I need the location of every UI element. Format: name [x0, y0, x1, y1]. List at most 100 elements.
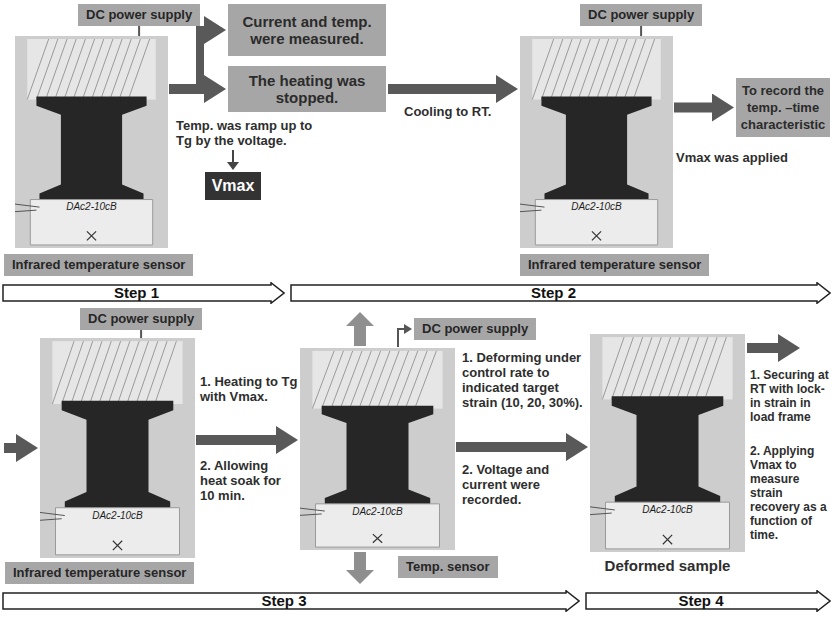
step-arrow-shape — [291, 283, 830, 304]
grip-hatch — [658, 337, 680, 399]
photo-ground — [590, 334, 745, 552]
connector-line — [398, 329, 404, 347]
node-text: Step 1 — [2, 282, 271, 304]
handwritten-id: DAc2-10cB — [40, 510, 195, 521]
grip-hatch — [73, 39, 94, 100]
small-arrow-head — [227, 162, 239, 170]
sample-photo-art — [40, 338, 195, 558]
power-supply-tag: DC power supply — [78, 4, 200, 26]
upper-grip — [27, 39, 156, 100]
cross-mark — [87, 231, 96, 240]
grip-hatch — [108, 341, 130, 404]
step-arrow-shape — [3, 591, 579, 612]
grip-hatch — [541, 39, 562, 100]
step-arrow: Step 2 — [290, 282, 831, 304]
grip-hatch — [621, 337, 643, 399]
node-text: Step 4 — [585, 590, 817, 612]
node-text: Infrared temperature sensor — [12, 257, 185, 273]
grip-hatch — [387, 351, 409, 409]
step-note: 2. Applying Vmax to measure strain recov… — [750, 444, 830, 542]
grip-hatch — [27, 39, 48, 100]
connector-line — [138, 26, 140, 36]
step-arrow: Step 3 — [2, 590, 580, 612]
node-text: To record the temp. –time characteristic — [741, 82, 826, 133]
grip-hatch — [52, 341, 74, 404]
grip-hatch — [695, 337, 717, 399]
upper-grip — [532, 39, 661, 100]
sensor-tag: Infrared temperature sensor — [5, 562, 194, 584]
result-box: To record the temp. –time characteristic — [736, 78, 830, 137]
specimen — [322, 406, 434, 507]
step-note: Cooling to RT. — [404, 104, 516, 119]
step-note: Deformed sample — [590, 558, 745, 573]
node-text: Step 3 — [2, 590, 566, 612]
node-text: DC power supply — [422, 321, 528, 337]
entry-arrow-shaft — [4, 443, 17, 453]
specimen — [36, 97, 146, 203]
node-text: Step 2 — [290, 282, 817, 304]
node-text: DC power supply — [86, 7, 192, 23]
grip-hatch — [36, 39, 57, 100]
sample-photo: DAc2-10cB — [15, 36, 168, 248]
grip-hatch — [633, 39, 654, 100]
grip-hatch — [136, 341, 158, 404]
grip-hatch — [359, 351, 381, 409]
grip-hatch — [415, 351, 437, 409]
upper-grip — [312, 351, 442, 409]
grip-hatch — [350, 351, 372, 409]
node-text: Current and temp. were measured. — [234, 13, 380, 47]
grip-hatch — [378, 351, 400, 409]
grip-hatch — [630, 337, 652, 399]
sample-photo-art — [520, 36, 673, 248]
step-note: 2. Allowing heat soak for 10 min. — [200, 458, 298, 503]
connector-line — [640, 26, 642, 36]
grip-hatch — [405, 351, 427, 409]
process-arrow — [169, 84, 204, 94]
node-text: DC power supply — [588, 7, 694, 23]
photo-ground — [520, 36, 673, 248]
lead-wire — [40, 512, 65, 520]
grip-hatch — [532, 39, 553, 100]
sample-photo: DAc2-10cB — [520, 36, 673, 248]
grip-hatch — [128, 39, 149, 100]
step-note: 2. Voltage and current were recorded. — [462, 462, 584, 507]
grip-hatch — [602, 337, 624, 399]
photo-ground — [40, 338, 195, 558]
grip-hatch — [71, 341, 93, 404]
pull-arrow-up — [346, 312, 374, 346]
grip-hatch — [677, 337, 699, 399]
step-arrow: Step 4 — [585, 590, 831, 612]
sample-photo: DAc2-10cB — [40, 338, 195, 558]
grip-hatch — [368, 351, 390, 409]
power-supply-tag: DC power supply — [414, 318, 536, 340]
process-arrow — [169, 30, 204, 89]
handwritten-id: DAc2-10cB — [15, 201, 168, 212]
grip-hatch — [90, 341, 112, 404]
grip-hatch — [64, 39, 85, 100]
sensor-tag: Infrared temperature sensor — [520, 254, 709, 276]
specimen — [62, 401, 174, 511]
grip-hatch — [80, 341, 102, 404]
grip-hatch — [668, 337, 690, 399]
sample-photo-art — [300, 348, 455, 550]
node-text: Vmax — [212, 177, 255, 195]
grip-hatch — [155, 341, 177, 404]
lead-wire — [590, 507, 615, 515]
handwritten-id: DAc2-10cB — [300, 506, 455, 517]
grip-hatch — [578, 39, 599, 100]
cross-mark — [663, 535, 672, 544]
grip-hatch — [119, 39, 140, 100]
node-text: Infrared temperature sensor — [13, 565, 186, 581]
process-arrow — [674, 103, 712, 113]
lead-wire — [300, 508, 325, 515]
grip-hatch — [99, 341, 121, 404]
grip-hatch — [127, 341, 149, 404]
sample-photo-art — [590, 334, 745, 552]
grip-hatch — [145, 341, 167, 404]
node-text: Temp. sensor — [406, 559, 490, 575]
step-note: Vmax was applied — [676, 150, 816, 165]
step-arrow: Step 1 — [2, 282, 285, 304]
sample-photo: DAc2-10cB — [300, 348, 455, 550]
